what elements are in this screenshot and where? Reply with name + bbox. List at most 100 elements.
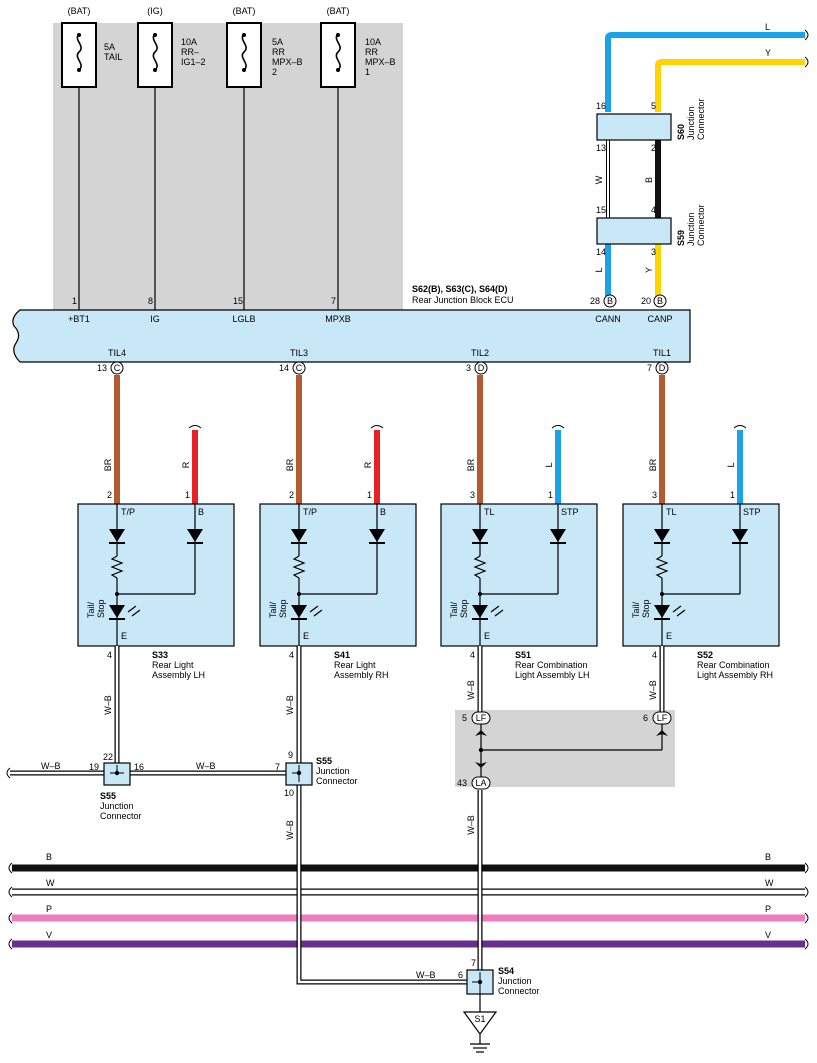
ecu-pin: 7 (331, 296, 336, 306)
bus-label: W (46, 878, 55, 888)
wire-color: W–B (648, 680, 658, 700)
ecu-pin: 3 (466, 363, 471, 373)
connector-letter: D (478, 363, 485, 373)
terminal-label: STP (743, 507, 761, 517)
ecu-terminal: TIL4 (108, 348, 126, 358)
connector-name: Junction (686, 106, 696, 140)
pin-number: 5 (462, 713, 467, 723)
pin-number: 4 (289, 650, 294, 660)
lamp-assembly-s52: BR L 3 1 TL STP Tail/ Stop E 4 S52 Rear … (622, 375, 780, 680)
pin-number: 16 (134, 762, 144, 772)
bus-label: W (765, 878, 774, 888)
connector-id: S55 (100, 791, 116, 801)
ecu-terminal: CANP (647, 314, 672, 324)
connector-name: Connector (316, 776, 358, 786)
lamp-label: Tail/ (631, 601, 641, 618)
fuse-1: (BAT) 5A TAIL (61, 6, 122, 88)
lamp-label: Tail/ (86, 601, 96, 618)
wire-color: W–B (41, 761, 61, 771)
lamp-assembly-s51: BR L 3 1 TL STP Tail/ Stop E 4 S51 Rear … (440, 375, 598, 680)
component-name: Rear Light (152, 660, 194, 670)
fuse-source: (BAT) (233, 6, 256, 16)
connector-name: Junction (100, 801, 134, 811)
connector-letter: B (657, 296, 663, 306)
ecu-pin: 20 (641, 296, 651, 306)
ground-symbol: S1 (462, 1011, 498, 1053)
fuse-source: (BAT) (68, 6, 91, 16)
fuse-source: (IG) (147, 6, 163, 16)
pin-number: 4 (470, 650, 475, 660)
ecu-pin: 8 (148, 296, 153, 306)
component-name: Light Assembly LH (515, 670, 590, 680)
bus-label: P (765, 904, 771, 914)
ecu-terminal: TIL2 (471, 348, 489, 358)
wire-color: R (363, 461, 373, 468)
fuse-rating: 10A (365, 37, 381, 47)
can-wire-label: Y (644, 267, 654, 273)
fuse-source: (BAT) (327, 6, 350, 16)
component-id: S52 (697, 650, 713, 660)
fuse-name: MPX–B (365, 57, 396, 67)
component-name: Rear Light (334, 660, 376, 670)
connector-id: S55 (316, 756, 332, 766)
pin-number: 7 (471, 958, 476, 968)
pin-number: 15 (596, 205, 606, 215)
pin-number: 1 (185, 490, 190, 500)
terminal-label: B (380, 507, 386, 517)
fuse-name: 1 (365, 67, 370, 77)
lamp-label: Stop (641, 599, 651, 618)
pin-number: 6 (458, 970, 463, 980)
ecu-bottom-pins: C 13 C 14 D 3 D 7 (97, 361, 669, 375)
fuse-name: RR (365, 47, 378, 57)
bus-label: V (765, 930, 771, 940)
pin-number: 2 (651, 143, 656, 153)
pin-number: 14 (596, 247, 606, 257)
connector-name: Connector (498, 986, 540, 996)
ecu-name: Rear Junction Block ECU (412, 295, 514, 305)
lf-connectors: LF 5 LF 6 LA 43 W–B (457, 711, 672, 835)
wire-color: BR (648, 458, 658, 471)
fuse-name: RR– (181, 47, 199, 57)
pin-number: 1 (730, 490, 735, 500)
connector-name: Connector (696, 98, 706, 140)
ecu-terminal: IG (150, 314, 160, 324)
ecu-terminal: +BT1 (68, 314, 90, 324)
pin-number: 6 (643, 713, 648, 723)
lamp-assembly-s33: BR R 2 1 T/P B Tail/ Stop E 4 S33 Rear L… (77, 375, 235, 680)
fuse-3: (BAT) 5A RR MPX–B 2 (226, 6, 303, 88)
component-name: Rear Combination (697, 660, 770, 670)
ecu-pin: 7 (647, 363, 652, 373)
component-name: Rear Combination (515, 660, 588, 670)
ground-id: S1 (474, 1014, 485, 1024)
junction-connector-s54: 7 6 W–B S54 Junction Connector (416, 958, 540, 1012)
wire-color: BR (466, 458, 476, 471)
ecu-terminal: CANN (595, 314, 621, 324)
wire-color: W–B (466, 680, 476, 700)
component-name: Assembly RH (334, 670, 389, 680)
terminal-label: E (121, 631, 127, 641)
connector-letter: LF (476, 713, 487, 723)
fuse-name: RR (272, 47, 285, 57)
pin-number: 9 (288, 750, 293, 760)
pin-number: 3 (651, 247, 656, 257)
ecu-terminal: MPXB (325, 314, 351, 324)
component-name: Light Assembly RH (697, 670, 773, 680)
connector-name: Junction (498, 976, 532, 986)
component-name: Assembly LH (152, 670, 205, 680)
wire-color: BR (103, 458, 113, 471)
pin-number: 19 (89, 762, 99, 772)
lamp-label: Tail/ (449, 601, 459, 618)
pin-number: 13 (596, 143, 606, 153)
fuse-name: 2 (272, 67, 277, 77)
lamp-assembly-s41: BR R 2 1 T/P B Tail/ Stop E 4 S41 Rear L… (259, 375, 417, 680)
pin-number: 2 (289, 490, 294, 500)
ecu-terminal: TIL3 (290, 348, 308, 358)
fuse-rating: 10A (181, 37, 197, 47)
connector-name: Connector (100, 811, 142, 821)
can-wire-label: Y (765, 48, 771, 58)
bus-label: V (46, 930, 52, 940)
ecu-pin: 13 (97, 363, 107, 373)
connector-letter: B (607, 296, 613, 306)
connector-id: S59 (676, 230, 686, 246)
lamp-label: Stop (96, 599, 106, 618)
